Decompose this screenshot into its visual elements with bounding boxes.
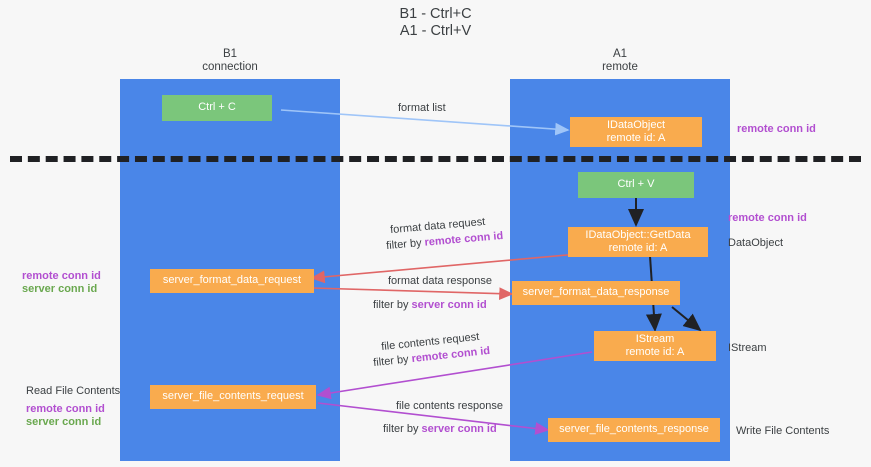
edge-label-format-data-response: format data response xyxy=(388,275,492,287)
node-server-format-data-request[interactable]: server_format_data_request xyxy=(150,269,314,293)
side-label-server-conn-id-left-2: server conn id xyxy=(26,416,102,428)
side-label-remote-conn-id-left-2: remote conn id xyxy=(26,403,105,415)
section-divider xyxy=(10,156,861,162)
node-server-file-contents-request[interactable]: server_file_contents_request xyxy=(150,385,316,409)
side-label-server-conn-id-left: server conn id xyxy=(22,283,98,295)
node-ctrl-c[interactable]: Ctrl + C xyxy=(162,95,272,121)
filter-prefix: filter by xyxy=(383,423,422,435)
edge-label-format-data-response-filter: filter by server conn id xyxy=(373,298,487,312)
node-ctrl-v[interactable]: Ctrl + V xyxy=(578,172,694,198)
page-title: B1 - Ctrl+C A1 - Ctrl+V xyxy=(399,6,472,39)
side-label-remote-conn-id-left: remote conn id xyxy=(22,270,101,282)
edge-label-format-list: format list xyxy=(398,102,446,114)
side-label-remote-conn-id-mid: remote conn id xyxy=(728,212,807,224)
node-server-file-contents-response[interactable]: server_file_contents_response xyxy=(548,418,720,442)
edge-label-file-contents-response: file contents response xyxy=(396,400,504,412)
side-label-write-file-contents: Write File Contents xyxy=(736,425,830,437)
filter-prefix: filter by xyxy=(373,299,412,311)
edge-label-file-contents-response-filter: filter by server conn id xyxy=(383,422,497,436)
side-label-dataobject: DataObject xyxy=(728,237,784,249)
node-server-format-data-response[interactable]: server_format_data_response xyxy=(512,281,680,305)
column-header-b1: B1 connection xyxy=(202,48,258,73)
side-label-remote-conn-id-top: remote conn id xyxy=(737,123,816,135)
filter-prefix: filter by xyxy=(385,236,426,253)
node-idataobject[interactable]: IDataObject remote id: A xyxy=(570,117,702,147)
side-label-read-file-contents: Read File Contents xyxy=(26,385,121,397)
filter-key-server-conn-id: server conn id xyxy=(411,299,487,311)
column-header-a1: A1 remote xyxy=(602,48,638,73)
filter-key-server-conn-id: server conn id xyxy=(421,423,497,435)
node-idataobject-getdata[interactable]: IDataObject::GetData remote id: A xyxy=(568,227,708,257)
side-label-istream: IStream xyxy=(728,342,767,354)
filter-prefix: filter by xyxy=(372,353,413,370)
node-istream[interactable]: IStream remote id: A xyxy=(594,331,716,361)
